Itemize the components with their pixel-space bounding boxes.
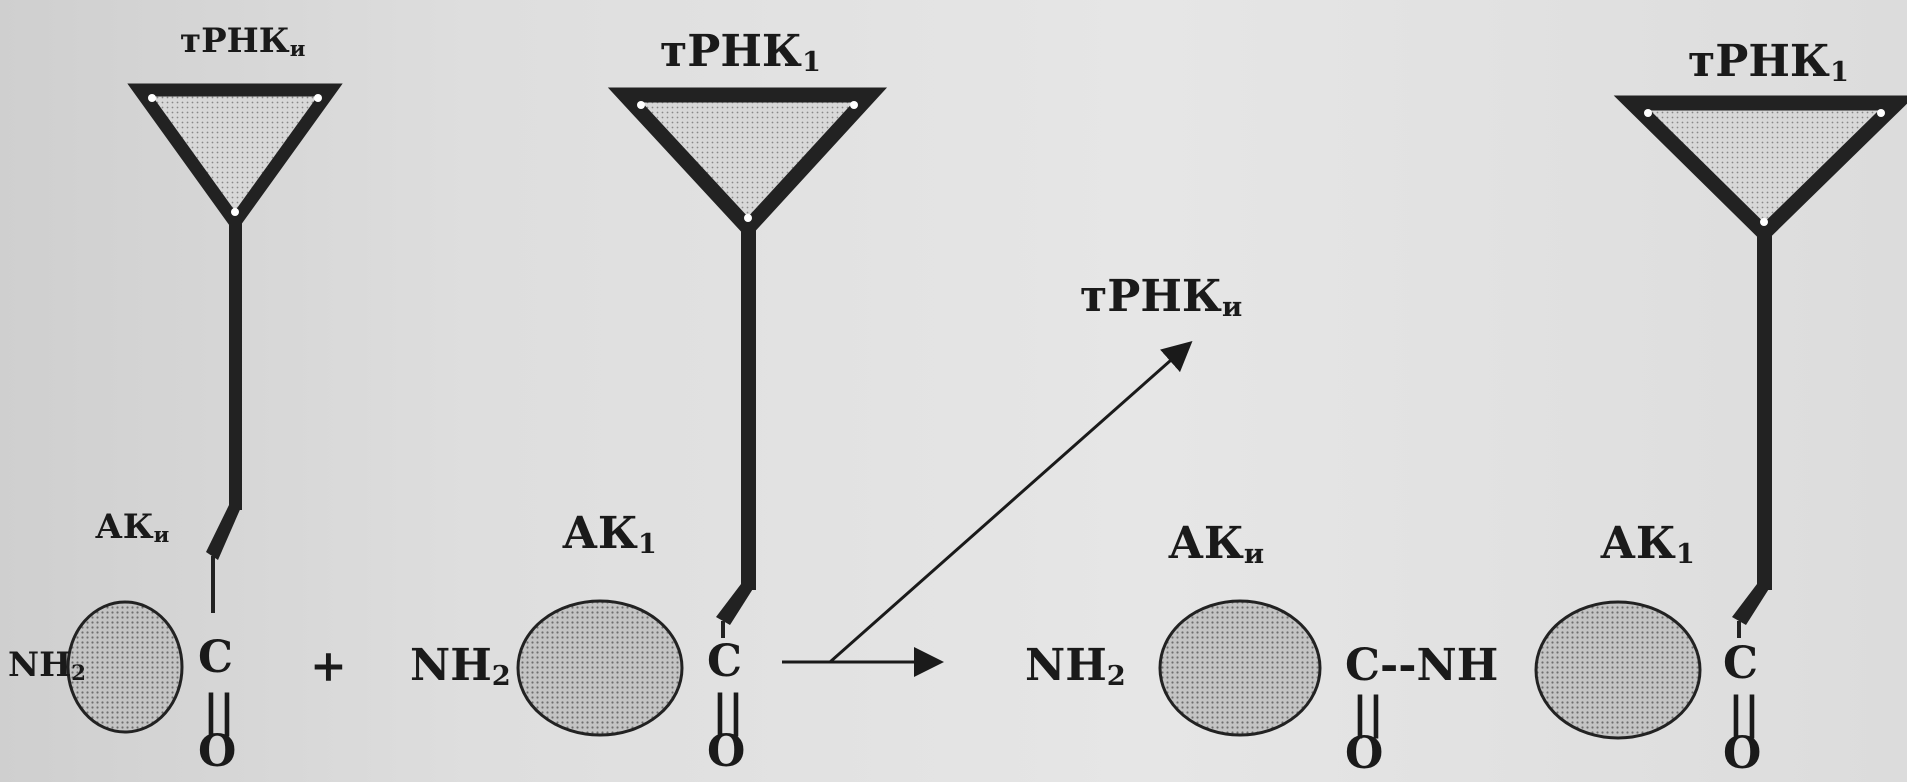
amino-acid-i-label-product: АКи xyxy=(1168,518,1265,570)
trna-1-label-b: тРНК1 xyxy=(1688,36,1849,88)
release-arrow-icon xyxy=(829,341,1193,664)
trna-1-structure-b xyxy=(1613,95,1907,625)
trna-i-label: тРНКи xyxy=(180,21,306,61)
double-bond-4: || xyxy=(1728,688,1761,739)
amino-group-label-1: NH2 xyxy=(8,645,86,685)
carbon-label-1: C xyxy=(198,632,234,683)
amino-acid-i-label: АКи xyxy=(95,507,170,547)
trna-1-label-a: тРНК1 xyxy=(660,26,821,78)
amino-acid-1-ellipse xyxy=(516,599,684,737)
amino-acid-i-ellipse-product xyxy=(1158,599,1322,737)
carbon-label-4: C xyxy=(1723,638,1759,689)
oxygen-label-3: O xyxy=(1345,728,1384,779)
double-bond-3: || xyxy=(1352,688,1385,739)
amino-acid-1-ellipse-product xyxy=(1534,600,1702,740)
amino-group-label-2: NH2 xyxy=(410,640,511,692)
oxygen-label-2: O xyxy=(707,726,746,777)
oxygen-label-4: O xyxy=(1723,728,1762,779)
plus-sign: + xyxy=(310,641,347,692)
double-bond-2: || xyxy=(712,686,745,737)
trna-i-released-label: тРНКи xyxy=(1080,271,1243,323)
trna-1-structure-a xyxy=(607,87,888,625)
amino-acid-i-ellipse xyxy=(66,600,184,734)
double-bond-1: || xyxy=(203,686,236,737)
amino-group-label-3: NH2 xyxy=(1025,640,1126,692)
oxygen-label-1: O xyxy=(198,726,237,777)
amino-acid-1-label-a: АК1 xyxy=(562,508,657,560)
peptide-bond-label: C--NH xyxy=(1345,640,1499,691)
carbon-label-2: C xyxy=(707,636,743,687)
trna-i-structure xyxy=(127,83,343,560)
amino-acid-1-label-product: АК1 xyxy=(1600,518,1695,570)
